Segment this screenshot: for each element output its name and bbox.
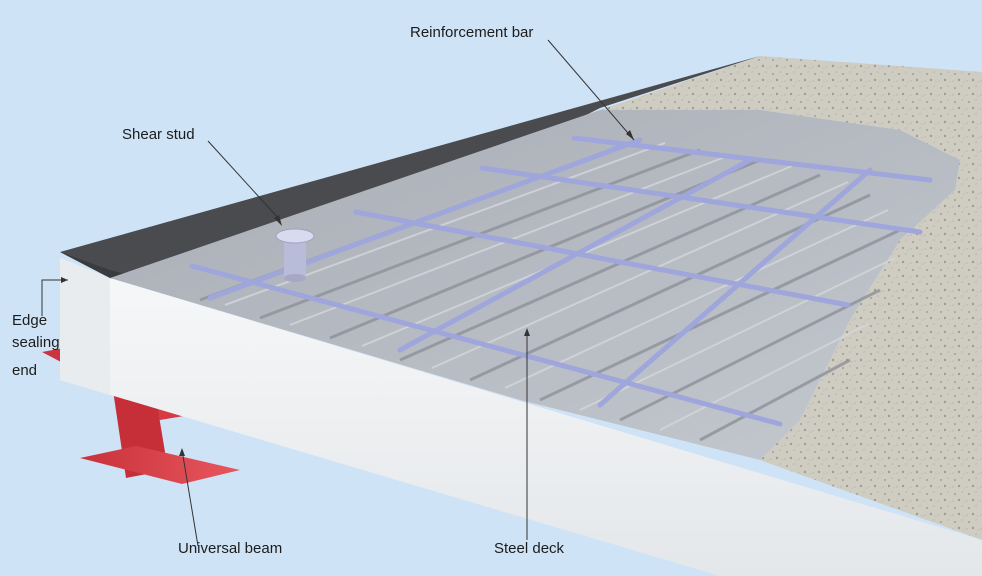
rebar-longitudinal-1 xyxy=(207,137,643,301)
universal-beam-label: Universal beam xyxy=(178,540,283,557)
edge-sealing-label-line2: sealing xyxy=(12,334,60,351)
rebar-transverse-1 xyxy=(189,263,783,427)
steel-deck-surface xyxy=(110,110,960,460)
slab-edge xyxy=(60,258,982,576)
rebar-longitudinal-3 xyxy=(597,167,873,408)
shear-stud-label: Shear stud xyxy=(122,126,195,143)
rebar-longitudinal-2 xyxy=(397,157,753,353)
edge-sealing-leader xyxy=(41,279,68,316)
leader-lines xyxy=(41,39,635,547)
edge-sealing-label-line3: end xyxy=(12,362,38,379)
rebar-transverse-2 xyxy=(353,209,851,308)
steel-deck-label: Steel deck xyxy=(494,540,565,557)
reinforcement-mesh xyxy=(189,135,933,427)
concrete-infill xyxy=(600,56,982,540)
shear-stud-shape xyxy=(275,228,315,282)
shear-stud-leader xyxy=(207,140,281,221)
edge-sealing-label-line1: Edge xyxy=(12,312,48,329)
reinforcement-bar-label: Reinforcement bar xyxy=(410,24,534,41)
reinforcement-bar-leader xyxy=(547,39,635,141)
slab-edge-end xyxy=(60,258,110,395)
rebar-transverse-3 xyxy=(479,165,923,235)
leader-arrowheads xyxy=(61,130,634,456)
universal-beam-leader xyxy=(181,449,199,547)
